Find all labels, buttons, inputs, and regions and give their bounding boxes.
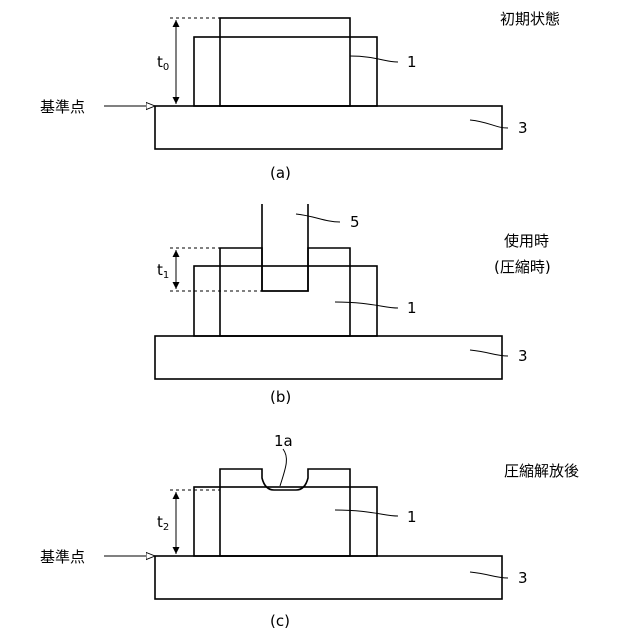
recess-label-c: 1a [274,432,293,450]
base-plate-c [155,556,502,599]
panel-b: t1 5 1 3 使用時 (圧縮時) (b) [155,204,551,406]
state-label-b-line2: (圧縮時) [494,258,551,276]
reference-label-c: 基準点 [40,548,85,566]
base-plate-a [155,106,502,149]
caption-c: (c) [270,612,290,630]
base-label-c: 3 [518,569,528,587]
member-b [220,248,350,336]
thickness-label-c: t2 [157,513,169,533]
state-label-c: 圧縮解放後 [504,462,579,480]
indenter-label-b: 5 [350,213,360,231]
thickness-label-b: t1 [157,261,169,281]
base-plate-b [155,336,502,379]
panel-a: t0 基準点 1 3 初期状態 (a) [40,10,560,182]
panel-c: t2 基準点 1a 1 3 圧縮解放後 (c) [40,432,579,630]
thickness-label-a: t0 [157,53,169,73]
base-label-b: 3 [518,347,528,365]
state-label-b-line1: 使用時 [504,232,549,250]
member-c [220,469,350,556]
base-label-a: 3 [518,119,528,137]
caption-a: (a) [270,164,291,182]
state-label-a: 初期状態 [500,10,560,28]
caption-b: (b) [270,388,291,406]
indenter-b [262,204,308,291]
member-label-b: 1 [407,299,417,317]
member-label-c: 1 [407,508,417,526]
reference-label-a: 基準点 [40,98,85,116]
member-a [220,18,350,106]
member-label-a: 1 [407,53,417,71]
